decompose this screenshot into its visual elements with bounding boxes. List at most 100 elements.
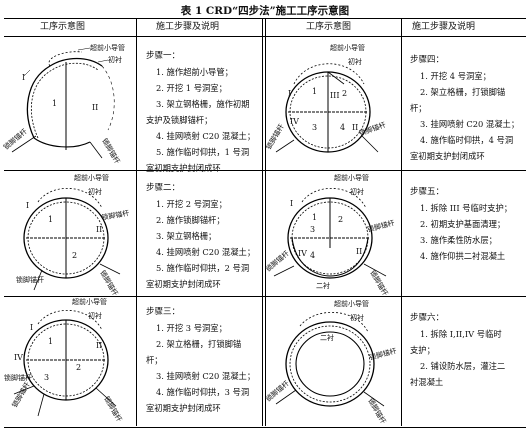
header-right-diagram: 工序示意图	[306, 22, 352, 32]
label-anchor: 锁脚锚杆	[368, 346, 397, 362]
row-divider-1	[4, 170, 526, 171]
diagram-step-1: 超前小导管 初衬 锁脚锚杆 锁脚锚杆 I II 1	[2, 43, 125, 166]
step-line: 杆；	[410, 103, 427, 113]
steps-3: 步骤三： 1. 开挖 3 号洞室； 2. 架立格栅，打锁脚锚 杆； 3. 挂网喷…	[146, 304, 255, 416]
steps-1: 步骤一： 1. 施作超前小导管； 2. 开挖 1 号洞室； 3. 架立钢格栅，施…	[146, 48, 255, 176]
step-line: 室初期支护封闭成环	[146, 163, 221, 173]
label-roman-II: II	[96, 225, 102, 234]
label-anchor: 锁脚锚杆	[102, 395, 124, 424]
step-line: 2. 架立格栅，打锁脚锚	[420, 87, 506, 97]
label-pipe: 超前小导管	[330, 43, 365, 52]
step-line: 3. 架立钢格栅；	[156, 231, 217, 241]
label-pipe: 超前小导管	[334, 173, 369, 182]
step-line: 4. 施作临时仰拱，4 号洞	[420, 135, 514, 145]
steps-5: 步骤五： 1. 拆除 III 号临时支护； 2. 初期支护基面清理； 3. 施作…	[410, 184, 512, 264]
step-heading: 步骤二：	[146, 183, 181, 193]
header-divider	[4, 36, 526, 37]
label-anchor: 锁脚锚杆	[368, 269, 390, 298]
label-num-1: 1	[312, 213, 317, 222]
diagram-step-2: 超前小导管 初衬 锁脚锚杆 锁脚锚杆 锁脚锚杆 I II 1 2	[16, 173, 130, 297]
header-left-diagram: 工序示意图	[40, 22, 86, 32]
step-line: 2. 施作锁脚锚杆；	[156, 215, 225, 225]
step-line: 杆；	[146, 355, 163, 365]
label-roman-II: II	[356, 247, 362, 256]
steps-2: 步骤二： 1. 开挖 2 号洞室； 2. 施作锁脚锚杆； 3. 架立钢格栅； 4…	[146, 180, 255, 292]
step-heading: 步骤四：	[410, 55, 445, 65]
step-line: 支护；	[410, 345, 435, 355]
label-pipe: 超前小导管	[334, 299, 369, 308]
label-roman-IV: IV	[298, 249, 307, 258]
step-line: 2. 架立格栅，打锁脚锚	[156, 339, 242, 349]
step-line: 衬混凝土	[410, 377, 444, 387]
step-line: 1. 拆除 III 号临时支护；	[420, 203, 513, 213]
label-num-1: 1	[52, 99, 57, 108]
label-anchor: 锁脚锚杆	[358, 120, 387, 138]
label-pipe: 超前小导管	[72, 297, 107, 306]
label-num-2: 2	[338, 215, 343, 224]
label-roman-I: I	[288, 89, 291, 98]
step-heading: 步骤五：	[410, 187, 445, 197]
label-lining: 初衬	[348, 57, 362, 66]
label-anchor: 锁脚锚杆	[366, 218, 395, 234]
label-anchor: 锁脚锚杆	[2, 127, 29, 152]
header-left-steps: 施工步骤及说明	[156, 22, 220, 32]
diagram-step-6: 超前小导管 初衬 锁脚锚杆 锁脚锚杆 锁脚锚杆 二衬	[264, 299, 398, 425]
label-second-lining: 二衬	[320, 333, 334, 342]
label-num-3: 3	[44, 373, 49, 382]
label-num-1: 1	[48, 337, 53, 346]
col-divider-middle	[262, 18, 266, 426]
label-num-4: 4	[340, 123, 345, 132]
step-line: 4. 挂网喷射 C20 混凝土；	[156, 247, 256, 257]
step-line: 室初期支护封闭成环	[410, 151, 485, 161]
label-roman-II: II	[352, 123, 358, 132]
step-line: 室初期支护封闭成环	[146, 403, 221, 413]
step-line: 2. 开挖 1 号洞室；	[156, 83, 227, 93]
row-divider-2	[4, 296, 526, 297]
step-line: 1. 开挖 4 号洞室；	[420, 71, 491, 81]
label-pipe: 超前小导管	[74, 173, 109, 182]
step-line: 4. 施作临时仰拱，3 号洞	[156, 387, 250, 397]
label-pipe: 超前小导管	[90, 43, 125, 52]
step-line: 1. 开挖 2 号洞室；	[156, 199, 227, 209]
step-line: 3. 挂网喷射 C20 混凝土；	[420, 119, 520, 129]
label-roman-I: I	[30, 323, 33, 332]
label-anchor: 锁脚锚杆	[4, 373, 32, 382]
step-line: 4. 施作仰拱二衬混凝土	[420, 251, 506, 261]
table-title: 表 1 CRD“四步法”施工工序示意图	[180, 5, 350, 17]
label-num-2: 2	[342, 89, 347, 98]
step-line: 4. 挂网喷射 C20 混凝土；	[156, 131, 256, 141]
label-roman-II: II	[96, 341, 102, 350]
label-num-4: 4	[310, 251, 315, 260]
label-roman-IV: IV	[290, 117, 299, 126]
label-anchor: 锁脚锚杆	[10, 380, 32, 409]
label-lining: 初衬	[88, 311, 102, 320]
label-num-1: 1	[312, 87, 317, 96]
step-line: 1. 拆除 I,II,IV 号临时	[420, 329, 502, 339]
step-line: 3. 架立钢格栅，施作初期	[156, 99, 250, 109]
label-num-3: 3	[310, 225, 315, 234]
step-line: 1. 施作超前小导管；	[156, 67, 233, 77]
label-anchor: 锁脚锚杆	[16, 275, 44, 284]
label-anchor: 锁脚锚杆	[101, 208, 130, 222]
label-roman-I: I	[26, 201, 29, 210]
col-divider-1	[136, 18, 137, 426]
header-right-steps: 施工步骤及说明	[412, 22, 476, 32]
step-line: 3. 挂网喷射 C20 混凝土；	[156, 371, 256, 381]
step-line: 室初期支护封闭成环	[146, 279, 221, 289]
label-anchor: 锁脚锚杆	[100, 137, 122, 166]
label-second-lining: 二衬	[316, 281, 330, 290]
label-roman-IV: IV	[14, 353, 23, 362]
label-roman-II: II	[92, 103, 98, 112]
label-anchor: 锁脚锚杆	[264, 379, 291, 404]
label-num-3: 3	[312, 123, 317, 132]
label-lining: 初衬	[350, 187, 364, 196]
label-roman-I: I	[290, 199, 293, 208]
step-heading: 步骤三：	[146, 307, 181, 317]
diagram-step-3: 超前小导管 初衬 锁脚锚杆 锁脚锚杆 锁脚锚杆 I IV II 1 3 2	[4, 297, 124, 424]
step-heading: 步骤一：	[146, 51, 181, 61]
step-line: 2. 初期支护基面清理；	[420, 219, 506, 229]
label-num-2: 2	[76, 363, 81, 372]
label-anchor: 锁脚锚杆	[264, 122, 286, 151]
label-roman-III: III	[330, 91, 339, 100]
steps-6: 步骤六： 1. 拆除 I,II,IV 号临时 支护； 2. 铺设防水层，灌注二 …	[410, 310, 505, 390]
